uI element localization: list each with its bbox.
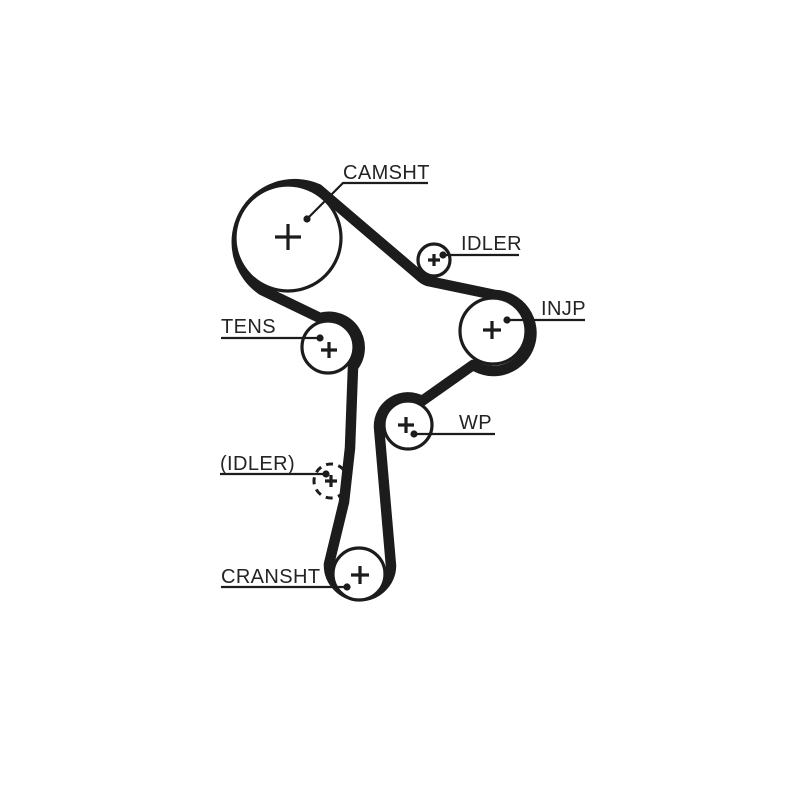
leader-dot-tensioner	[316, 334, 324, 342]
leader-dot-idler	[439, 251, 447, 259]
center-mark-idler	[428, 254, 440, 266]
label-crankshaft: CRANSHT	[221, 566, 320, 588]
leader-dot-injection-pump	[503, 316, 511, 324]
label-injection-pump: INJP	[541, 298, 586, 320]
label-optional-idler: (IDLER)	[220, 453, 295, 475]
center-mark-tensioner	[321, 342, 337, 358]
label-idler: IDLER	[461, 233, 522, 255]
leader-dot-water-pump	[410, 430, 418, 438]
label-tensioner: TENS	[221, 316, 276, 338]
leader-dot-optional-idler	[322, 470, 330, 478]
center-mark-crankshaft	[351, 566, 369, 584]
center-mark-optional-idler	[325, 475, 337, 487]
center-mark-injection-pump	[483, 321, 501, 339]
label-water-pump: WP	[459, 412, 492, 434]
center-mark-water-pump	[398, 417, 414, 433]
center-mark-camshaft	[275, 224, 301, 250]
leader-camshaft	[306, 181, 428, 220]
label-camshaft: CAMSHT	[343, 162, 430, 184]
leader-dot-camshaft	[303, 215, 311, 223]
leader-dot-crankshaft	[343, 583, 351, 591]
